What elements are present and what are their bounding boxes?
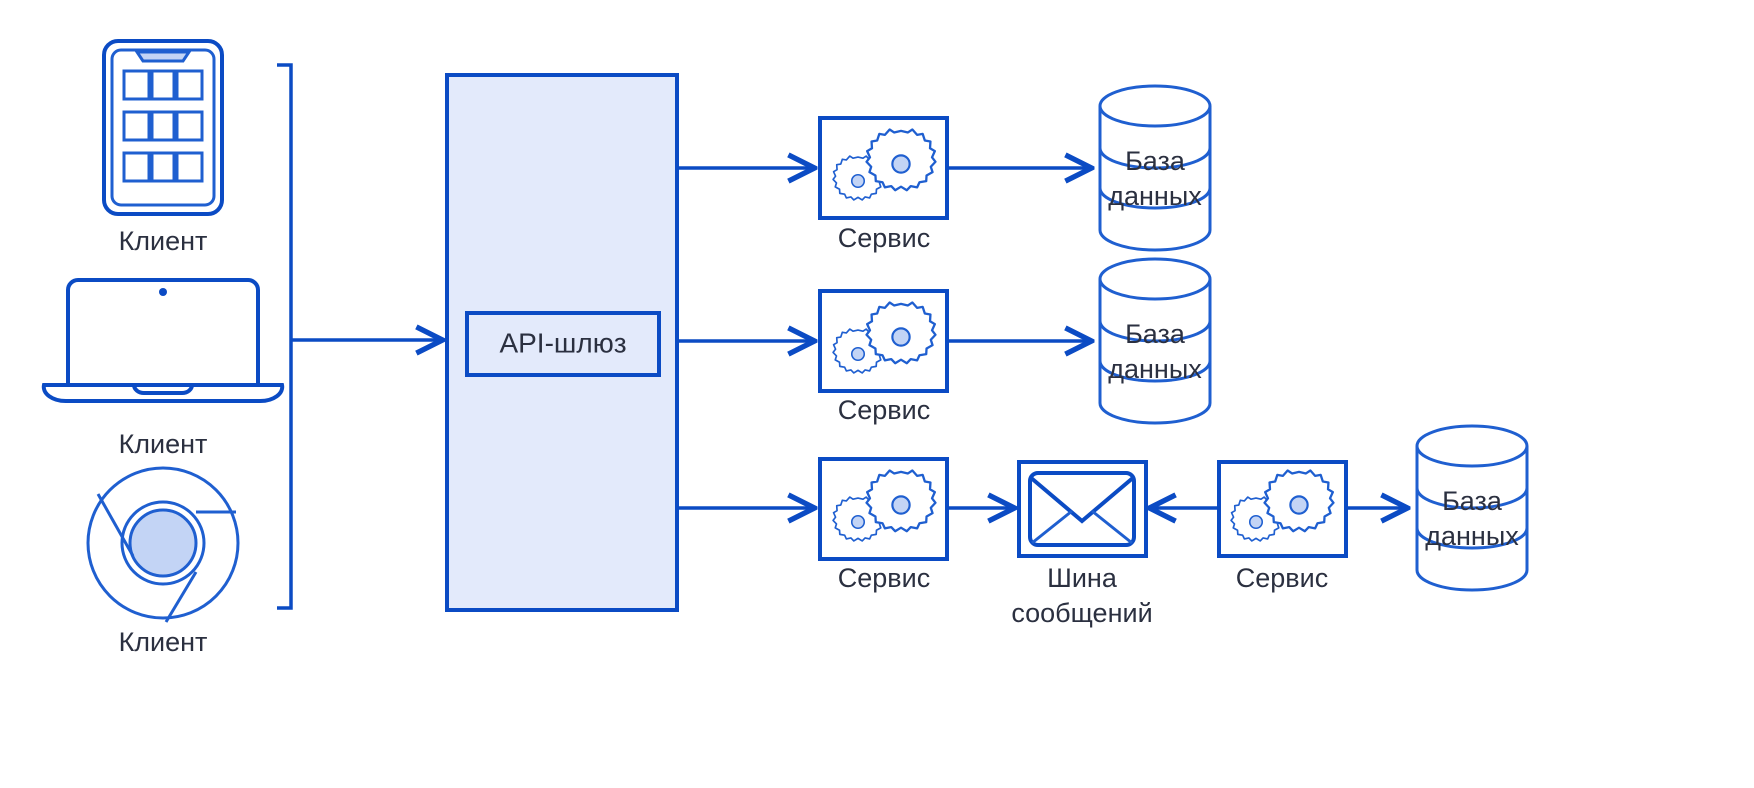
service-box-2[interactable] [818, 289, 949, 393]
database-label-3-line2: данных [1425, 521, 1519, 551]
client-laptop-group: Клиент [41, 278, 285, 459]
database-label-1-line1: База [1125, 146, 1186, 176]
message-bus-box[interactable] [1017, 460, 1148, 558]
database-label-3-line1: База [1442, 486, 1503, 516]
client-browser-group: Клиент [86, 466, 240, 657]
laptop-icon [41, 278, 285, 404]
message-bus-label-line1: Шина [1047, 563, 1118, 593]
service-label-1: Сервис [838, 223, 930, 253]
service-box-3[interactable] [818, 457, 949, 561]
mobile-phone-icon [102, 39, 224, 216]
service-label-3: Сервис [838, 563, 930, 593]
row-3-group: Сервис Шина сообщений Сервис База данных [677, 424, 1529, 628]
message-bus-label-line2: сообщений [1011, 598, 1152, 628]
database-label-2-line2: данных [1108, 354, 1202, 384]
database-2[interactable]: База данных [1098, 257, 1212, 425]
service-box-1[interactable] [818, 116, 949, 220]
service-label-4: Сервис [1236, 563, 1328, 593]
database-1[interactable]: База данных [1098, 84, 1212, 252]
api-gateway-panel[interactable]: API-шлюз [445, 73, 679, 612]
clients-bracket [277, 63, 440, 610]
client-mobile-label: Клиент [119, 226, 208, 256]
database-3[interactable]: База данных [1415, 424, 1529, 592]
service-box-4[interactable] [1217, 460, 1348, 558]
database-label-2-line1: База [1125, 319, 1186, 349]
row-1-group: Сервис База данных [677, 84, 1212, 253]
database-label-1-line2: данных [1108, 181, 1202, 211]
client-mobile-group: Клиент [102, 39, 224, 256]
row-2-group: Сервис База данных [677, 257, 1212, 425]
client-laptop-label: Клиент [119, 429, 208, 459]
service-label-2: Сервис [838, 395, 930, 425]
api-gateway-label: API-шлюз [499, 327, 626, 358]
browser-icon [86, 466, 240, 623]
client-browser-label: Клиент [119, 627, 208, 657]
